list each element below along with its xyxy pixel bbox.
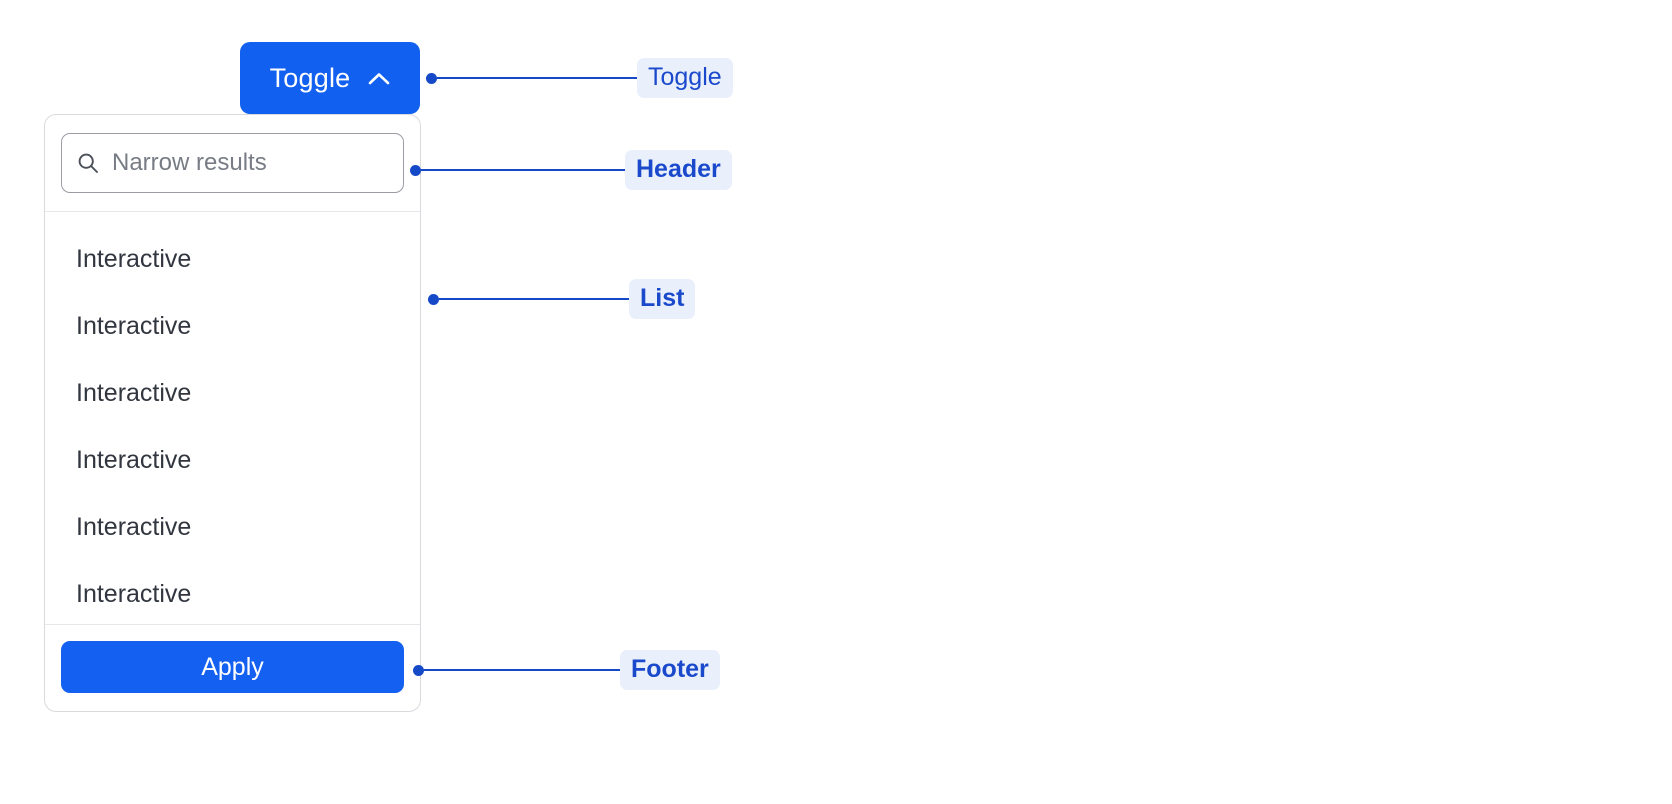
annotation-dot-icon xyxy=(410,164,421,176)
dropdown-popover: Interactive Interactive Interactive Inte… xyxy=(44,114,421,712)
annotation-line xyxy=(439,298,629,300)
annotation-label-footer: Footer xyxy=(620,649,720,691)
search-field[interactable] xyxy=(61,133,404,193)
popover-footer: Apply xyxy=(45,624,420,711)
list-item-label: Interactive xyxy=(76,312,192,340)
annotation-header: Header xyxy=(410,149,732,191)
list-item-label: Interactive xyxy=(76,446,192,474)
chevron-up-icon xyxy=(368,72,390,85)
list-item-label: Interactive xyxy=(76,379,192,407)
annotation-dot-icon xyxy=(426,72,437,84)
list-item[interactable]: Interactive xyxy=(45,494,420,561)
annotation-line xyxy=(424,669,620,671)
apply-button[interactable]: Apply xyxy=(61,641,404,693)
annotation-label-toggle: Toggle xyxy=(637,57,733,99)
annotation-line xyxy=(421,169,625,171)
annotation-dot-icon xyxy=(413,664,424,676)
list-item[interactable]: Interactive xyxy=(45,360,420,427)
list-item[interactable]: Interactive xyxy=(45,427,420,494)
list-item[interactable]: Interactive xyxy=(45,293,420,360)
annotation-label-list: List xyxy=(629,278,696,320)
list-item[interactable]: Interactive xyxy=(45,561,420,624)
search-input[interactable] xyxy=(112,149,389,177)
list-item-label: Interactive xyxy=(76,580,192,608)
annotation-list: List xyxy=(428,278,696,320)
annotation-label-header: Header xyxy=(625,149,732,191)
list-item-label: Interactive xyxy=(76,245,192,273)
search-icon xyxy=(76,151,112,175)
annotation-line xyxy=(437,77,637,79)
popover-list: Interactive Interactive Interactive Inte… xyxy=(45,212,420,624)
toggle-button[interactable]: Toggle xyxy=(240,42,420,114)
popover-header xyxy=(45,115,420,212)
annotation-footer: Footer xyxy=(413,649,720,691)
toggle-button-label: Toggle xyxy=(269,62,351,93)
annotation-dot-icon xyxy=(428,293,439,305)
list-item-label: Interactive xyxy=(76,513,192,541)
list-item[interactable]: Interactive xyxy=(45,226,420,293)
annotation-toggle: Toggle xyxy=(426,57,733,99)
